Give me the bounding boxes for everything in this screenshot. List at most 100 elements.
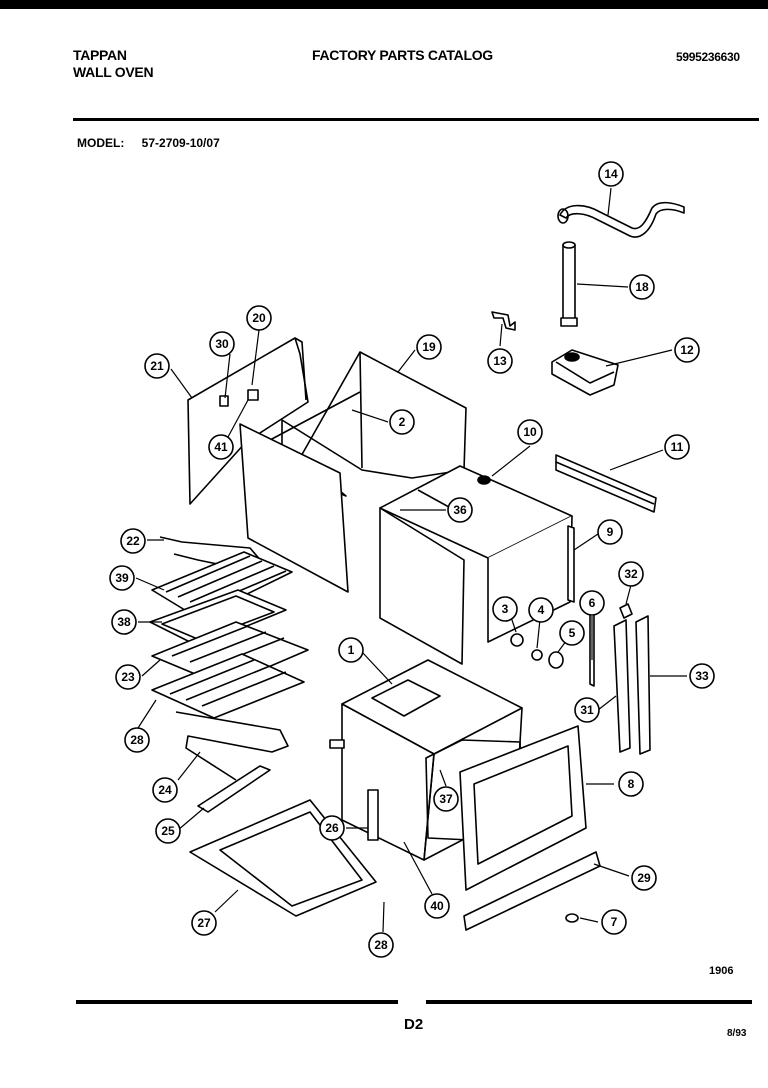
callout-number: 31 [580, 703, 594, 717]
side-strip [567, 525, 575, 603]
callout-circle [447, 497, 473, 523]
callout-circle [559, 620, 585, 646]
callout-number: 21 [150, 359, 164, 373]
callout-number: 39 [115, 571, 129, 585]
model-number: 57-2709-10/07 [141, 136, 220, 150]
callout-circle [618, 771, 644, 797]
page-label: D2 [404, 1016, 424, 1033]
callout-circle [416, 334, 442, 360]
hardware-32 [619, 603, 633, 619]
callout-circle [492, 596, 518, 622]
catalog-date: 8/93 [727, 1028, 747, 1039]
brand-line-1: TAPPAN [73, 47, 127, 63]
callout-number: 28 [130, 733, 144, 747]
callout-number: 41 [214, 440, 228, 454]
callout-number: 18 [635, 280, 649, 294]
vent-pipe [560, 241, 578, 327]
vent-tube [557, 201, 685, 238]
door-frame [459, 725, 587, 891]
callout-circle [120, 528, 146, 554]
callout-number: 10 [523, 425, 537, 439]
diagram-code: 1906 [709, 965, 734, 977]
callout-number: 33 [695, 669, 709, 683]
vent-block [551, 349, 619, 396]
callout-circle [338, 637, 364, 663]
callout-number: 11 [671, 440, 684, 454]
callout-circle [111, 609, 137, 635]
callout-number: 28 [374, 938, 388, 952]
callout-number: 30 [215, 337, 229, 351]
callout-number: 23 [121, 670, 135, 684]
model-line: MODEL: 57-2709-10/07 [77, 136, 234, 150]
callout-number: 27 [197, 916, 211, 930]
callout-number: 22 [126, 534, 140, 548]
callout-circle [579, 590, 605, 616]
hardware-26 [367, 789, 379, 841]
model-label: MODEL: [77, 136, 125, 150]
footer-rule-right [426, 1000, 752, 1004]
callout-circle [144, 353, 170, 379]
callout-number: 19 [422, 340, 436, 354]
callout-circle [629, 274, 655, 300]
callout-number: 29 [637, 871, 651, 885]
callout-circle [389, 409, 415, 435]
callout-number: 36 [453, 503, 467, 517]
callout-circle [124, 727, 150, 753]
oven-box [379, 465, 573, 665]
door-strip-left [613, 619, 631, 753]
callout-number: 13 [493, 354, 507, 368]
callout-number: 4 [538, 603, 545, 617]
callout-circle [368, 932, 394, 958]
bake-element [175, 711, 289, 781]
callout-number: 37 [439, 792, 453, 806]
leader-lines [135, 187, 687, 933]
callout-number: 14 [604, 167, 618, 181]
callout-circle [191, 910, 217, 936]
catalog-number: 5995236630 [676, 50, 740, 64]
door-strip-right [635, 615, 651, 755]
callout-number: 25 [161, 824, 175, 838]
callout-circle [601, 909, 627, 935]
footer-rule-left [76, 1000, 398, 1004]
callout-circle [319, 815, 345, 841]
oven-rack [151, 551, 293, 619]
callout-circle [674, 337, 700, 363]
callout-number: 5 [569, 626, 576, 640]
callout-circle [208, 434, 234, 460]
hardware-3 [510, 633, 524, 647]
callout-circle [574, 697, 600, 723]
brand-line-2: WALL OVEN [73, 64, 154, 80]
callout-circle [115, 664, 141, 690]
callout-number: 32 [624, 567, 638, 581]
callout-number: 7 [611, 915, 618, 929]
callout-circle [597, 519, 623, 545]
clip-bracket [491, 311, 516, 331]
callout-number: 38 [117, 615, 131, 629]
front-shell [239, 423, 349, 593]
side-panel [187, 337, 309, 505]
callout-circle [618, 561, 644, 587]
callout-number: 1 [348, 643, 355, 657]
callout-circle [424, 893, 450, 919]
callout-circle [598, 161, 624, 187]
callout-number: 26 [325, 821, 339, 835]
callout-number: 3 [502, 602, 509, 616]
callout-circle [109, 565, 135, 591]
callout-number: 12 [680, 343, 694, 357]
door-knob [565, 913, 579, 923]
callout-number: 40 [430, 899, 444, 913]
lower-rack [151, 653, 305, 719]
callout-number: 6 [589, 596, 596, 610]
broil-pan [149, 589, 287, 647]
brand-block: TAPPAN WALL OVEN [73, 47, 154, 81]
top-border [0, 0, 768, 9]
header-rule [73, 118, 759, 121]
callout-circle [152, 777, 178, 803]
callout-number: 2 [399, 415, 406, 429]
callout-circle [209, 331, 235, 357]
catalog-title: FACTORY PARTS CATALOG [312, 47, 493, 63]
callout-circle [631, 865, 657, 891]
element-bracket [197, 765, 271, 813]
